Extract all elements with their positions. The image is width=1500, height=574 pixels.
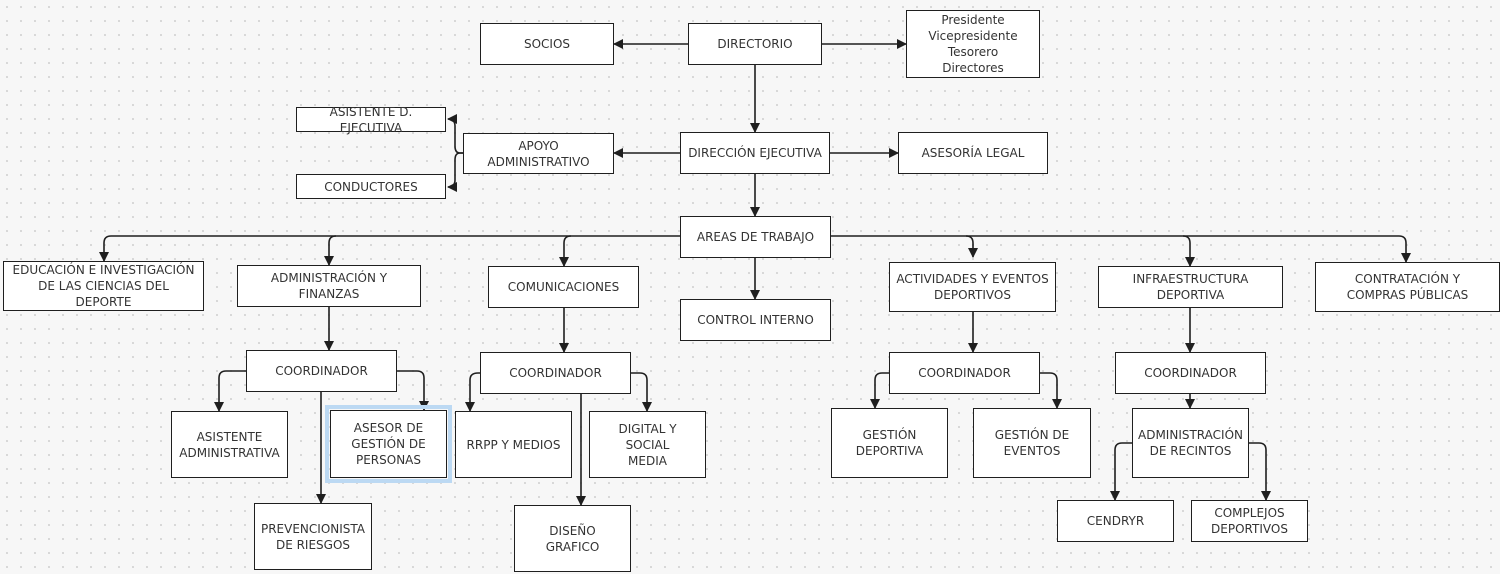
- wire-areas-infraestructura: [1182, 235, 1195, 267]
- node-label: ASISTENTE ADMINISTRATIVA: [179, 429, 280, 460]
- node-coordinador-infraestructura[interactable]: COORDINADOR: [1115, 352, 1266, 394]
- node-asistente-administrativa[interactable]: ASISTENTE ADMINISTRATIVA: [171, 411, 288, 478]
- node-coordinador-administracion[interactable]: COORDINADOR: [246, 350, 397, 392]
- node-diseno-grafico[interactable]: DISEÑO GRAFICO: [514, 505, 631, 572]
- node-apoyo-administrativo[interactable]: APOYO ADMINISTRATIVO: [463, 133, 614, 174]
- wire-recintos-cendryr: [1110, 442, 1132, 501]
- wire-areas-actividades: [965, 235, 978, 258]
- node-label: EDUCACIÓN E INVESTIGACIÓN DE LAS CIENCIA…: [12, 263, 195, 309]
- node-label: SOCIOS: [523, 37, 571, 51]
- node-label: INFRAESTRUCTURA DEPORTIVA: [1132, 272, 1249, 302]
- node-coordinador-comunicaciones[interactable]: COORDINADOR: [480, 352, 631, 394]
- wire-coordadmin-asistente: [214, 370, 246, 412]
- wire-apoyo-asistente: [447, 114, 463, 154]
- node-label: Presidente Vicepresidente Tesorero Direc…: [928, 13, 1018, 75]
- node-label: ASESORÍA LEGAL: [921, 146, 1025, 160]
- node-label: DISEÑO GRAFICO: [545, 523, 600, 554]
- node-label: ASISTENTE D. EJECUTIVA: [329, 104, 413, 135]
- node-asesoria-legal[interactable]: ASESORÍA LEGAL: [898, 132, 1048, 174]
- node-gestion-deportiva[interactable]: GESTIÓN DEPORTIVA: [831, 408, 948, 478]
- node-label: ADMINISTRACIÓN Y FINANZAS: [270, 271, 388, 301]
- node-contratacion-compras[interactable]: CONTRATACIÓN Y COMPRAS PÚBLICAS: [1315, 262, 1500, 312]
- node-coordinador-actividades[interactable]: COORDINADOR: [889, 352, 1040, 394]
- node-label: COORDINADOR: [275, 364, 368, 378]
- node-areas-de-trabajo[interactable]: AREAS DE TRABAJO: [680, 216, 831, 258]
- node-label: DIRECTORIO: [717, 37, 793, 51]
- wire-coordcom-rrpp: [465, 372, 480, 412]
- node-cendryr[interactable]: CENDRYR: [1057, 500, 1174, 542]
- node-label: ADMINISTRACIÓN DE RECINTOS: [1138, 428, 1243, 458]
- wire-apoyo-conductores: [447, 152, 463, 192]
- node-label: CONDUCTORES: [324, 179, 418, 194]
- node-label: ACTIVIDADES Y EVENTOS DEPORTIVOS: [896, 272, 1049, 302]
- node-label: APOYO ADMINISTRATIVO: [487, 138, 590, 169]
- node-gestion-eventos[interactable]: GESTIÓN DE EVENTOS: [973, 408, 1091, 478]
- node-label: COMPLEJOS DEPORTIVOS: [1211, 506, 1288, 536]
- node-label: PREVENCIONISTA DE RIESGOS: [260, 521, 366, 552]
- wire-coordcom-digital: [631, 372, 652, 412]
- wire-areas-educacion: [99, 235, 680, 262]
- node-directorio[interactable]: DIRECTORIO: [688, 23, 822, 65]
- node-label: CONTROL INTERNO: [697, 313, 814, 327]
- node-comunicaciones[interactable]: COMUNICACIONES: [488, 266, 639, 308]
- node-administracion-finanzas[interactable]: ADMINISTRACIÓN Y FINANZAS: [237, 265, 421, 307]
- node-educacion-investigacion[interactable]: EDUCACIÓN E INVESTIGACIÓN DE LAS CIENCIA…: [3, 261, 204, 311]
- node-label: GESTIÓN DE EVENTOS: [994, 428, 1070, 458]
- node-digital-social-media[interactable]: DIGITAL Y SOCIAL MEDIA: [589, 411, 706, 478]
- node-label: COORDINADOR: [918, 366, 1011, 380]
- node-control-interno[interactable]: CONTROL INTERNO: [680, 299, 831, 341]
- node-label: CONTRATACIÓN Y COMPRAS PÚBLICAS: [1346, 272, 1469, 302]
- node-label: RRPP Y MEDIOS: [466, 437, 561, 452]
- node-actividades-eventos[interactable]: ACTIVIDADES Y EVENTOS DEPORTIVOS: [889, 262, 1056, 312]
- node-label: DIRECCIÓN EJECUTIVA: [688, 146, 822, 160]
- wire-areas-comunicaciones: [559, 235, 572, 267]
- wire-coordadmin-asesor: [397, 370, 429, 411]
- node-socios[interactable]: SOCIOS: [480, 23, 614, 65]
- wire-recintos-complejos: [1249, 442, 1271, 501]
- wire-areas-contratacion: [831, 235, 1411, 263]
- node-label: GESTIÓN DEPORTIVA: [855, 428, 924, 458]
- node-label: COORDINADOR: [509, 366, 602, 380]
- node-rrpp-medios[interactable]: RRPP Y MEDIOS: [455, 411, 572, 478]
- node-prevencionista-riesgos[interactable]: PREVENCIONISTA DE RIESGOS: [254, 503, 372, 570]
- node-asistente-d-ejecutiva[interactable]: ASISTENTE D. EJECUTIVA: [296, 105, 446, 135]
- node-label: DIGITAL Y SOCIAL MEDIA: [618, 421, 677, 468]
- node-infraestructura-deportiva[interactable]: INFRAESTRUCTURA DEPORTIVA: [1098, 266, 1283, 308]
- node-label: AREAS DE TRABAJO: [696, 230, 815, 244]
- node-label: CENDRYR: [1086, 514, 1145, 528]
- node-administracion-recintos[interactable]: ADMINISTRACIÓN DE RECINTOS: [1132, 408, 1249, 478]
- wire-areas-administracion: [324, 235, 337, 266]
- node-complejos-deportivos[interactable]: COMPLEJOS DEPORTIVOS: [1191, 500, 1308, 542]
- node-label: COMUNICACIONES: [507, 280, 620, 294]
- node-asesor-gestion-personas[interactable]: ASESOR DE GESTIÓN DE PERSONAS: [325, 405, 452, 483]
- node-conductores[interactable]: CONDUCTORES: [296, 174, 446, 199]
- wire-coordact-gestioneventos: [1040, 372, 1062, 409]
- node-label: ASESOR DE GESTIÓN DE PERSONAS: [351, 421, 426, 467]
- node-board-members[interactable]: Presidente Vicepresidente Tesorero Direc…: [906, 10, 1040, 78]
- wire-coordact-gestiondep: [870, 372, 889, 409]
- node-label: COORDINADOR: [1144, 366, 1237, 380]
- node-direccion-ejecutiva[interactable]: DIRECCIÓN EJECUTIVA: [680, 132, 830, 174]
